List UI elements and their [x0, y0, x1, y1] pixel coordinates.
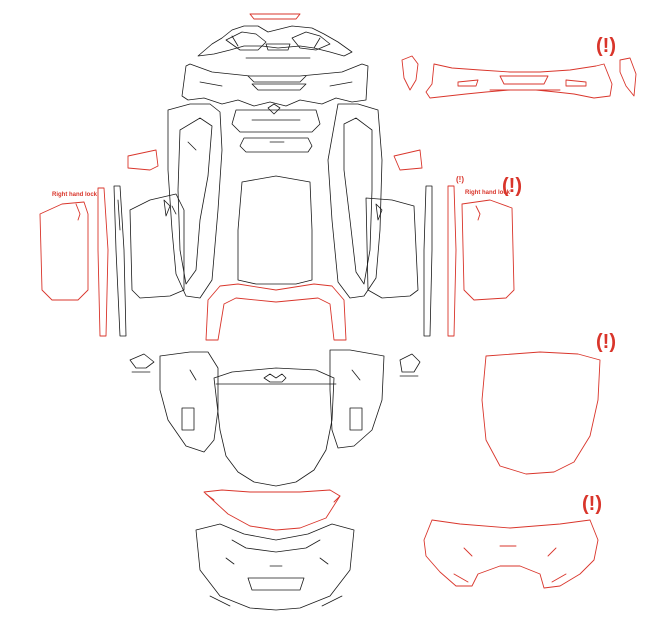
warning-rear-bumper: (!)	[596, 35, 616, 57]
front-lower-red	[203, 489, 341, 531]
left-sill-strip	[113, 185, 127, 337]
roof-panel	[237, 175, 313, 285]
rear-quarter-left	[167, 103, 223, 299]
rear-spoiler-strip	[249, 13, 301, 20]
front-fenders-and-hood	[129, 349, 421, 487]
warning-hood: (!)	[596, 331, 616, 353]
front-bumper	[195, 523, 355, 611]
right-side-red-parts	[393, 149, 515, 337]
right-lock-label: Right hand lock	[465, 190, 511, 196]
front-hood-red	[481, 351, 601, 475]
right-sill-strip	[423, 185, 433, 337]
left-door	[129, 193, 185, 299]
left-side-red-parts	[39, 149, 159, 337]
rear-diffuser-part	[197, 25, 353, 59]
trunk-lid	[231, 103, 321, 153]
warning-right-door: (!)	[502, 175, 522, 197]
warning-front-bumper: (!)	[582, 493, 602, 515]
rear-quarter-right	[327, 103, 383, 299]
rear-bumper-top-red	[401, 55, 637, 99]
right-door	[365, 197, 419, 299]
windshield-frame	[205, 283, 347, 341]
warning-small: (!)	[456, 175, 464, 184]
left-lock-label: Right hand lock	[52, 192, 98, 198]
front-bumper-red	[423, 519, 599, 589]
rear-bumper-upper	[181, 63, 369, 107]
